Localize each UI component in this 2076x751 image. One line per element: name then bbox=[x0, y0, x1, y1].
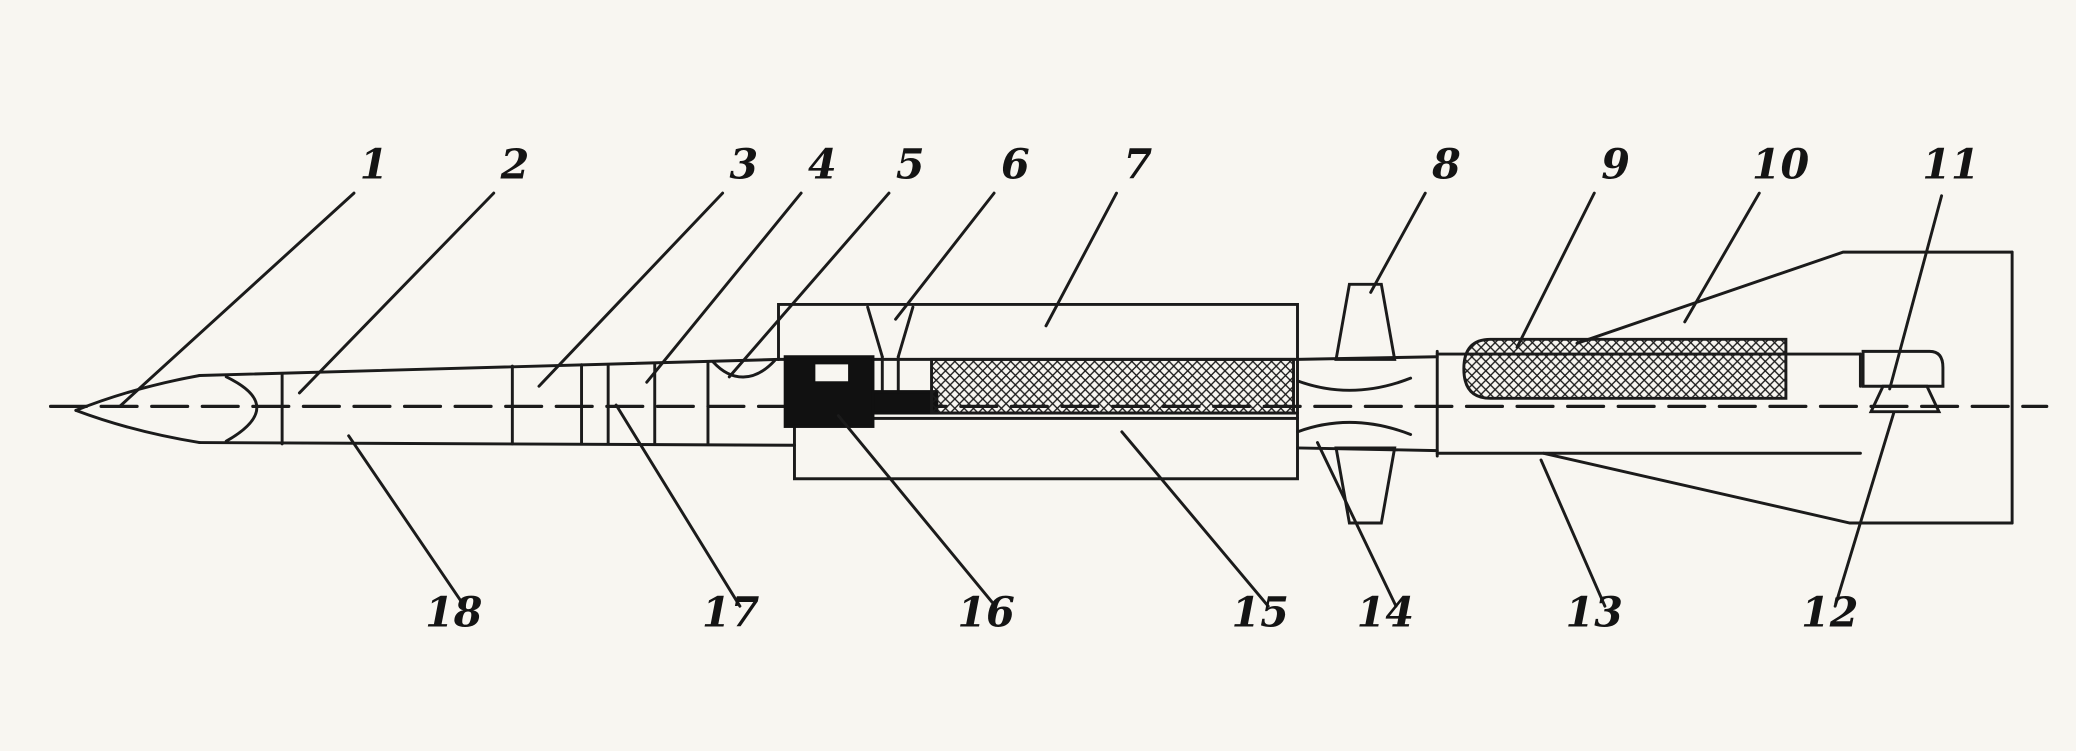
leader-line-5 bbox=[727, 191, 891, 379]
callout-11: 11 bbox=[1922, 139, 1979, 188]
sustainer-nozzle-upper bbox=[1296, 376, 1413, 392]
leader-line-2 bbox=[297, 191, 496, 395]
interstage-bottom bbox=[1296, 446, 1439, 453]
leader-line-17 bbox=[614, 403, 742, 608]
booster-fin-top-edge bbox=[1575, 250, 2014, 345]
tail-fin-unit bbox=[1296, 282, 1439, 525]
radome-bulkhead-arc bbox=[224, 375, 259, 443]
forebody-bottom-edge bbox=[198, 441, 796, 447]
booster-grain-hatch bbox=[1462, 337, 1788, 400]
leader-line-15 bbox=[1120, 430, 1270, 608]
booster-fin-bottom-edge bbox=[1542, 451, 2014, 525]
booster-stage bbox=[1435, 250, 2014, 525]
guidance-bay-curve bbox=[711, 359, 776, 379]
leader-line-16 bbox=[836, 414, 997, 608]
leader-line-6 bbox=[894, 191, 996, 321]
igniter-duct-black bbox=[871, 390, 939, 415]
leader-line-1 bbox=[118, 191, 356, 408]
leader-line-14 bbox=[1315, 441, 1398, 608]
airframe-forebody bbox=[74, 357, 796, 447]
sustainer-nozzle-lower bbox=[1296, 420, 1413, 436]
nose-cone-lower bbox=[74, 408, 202, 445]
booster-nozzle bbox=[1868, 384, 1942, 414]
callout-13: 13 bbox=[1566, 587, 1623, 636]
callout-17: 17 bbox=[702, 587, 760, 636]
igniter-assembly bbox=[783, 355, 939, 428]
callout-16: 16 bbox=[957, 587, 1014, 636]
callout-12: 12 bbox=[1801, 587, 1858, 636]
leader-line-18 bbox=[347, 434, 466, 608]
callout-7: 7 bbox=[1123, 139, 1152, 188]
leader-line-10 bbox=[1683, 191, 1761, 324]
nozzle-funnel-right bbox=[896, 305, 915, 359]
callout-14: 14 bbox=[1357, 587, 1414, 636]
callout-15: 15 bbox=[1232, 587, 1289, 636]
callout-1: 1 bbox=[360, 139, 389, 188]
aft-device-outline bbox=[1861, 349, 1945, 388]
forebody-top-edge bbox=[198, 357, 780, 377]
leader-line-9 bbox=[1515, 191, 1596, 349]
callout-3: 3 bbox=[730, 139, 759, 188]
leader-line-11 bbox=[1888, 194, 1944, 391]
leader-line-13 bbox=[1539, 458, 1607, 608]
interstage-top bbox=[1296, 355, 1439, 361]
callout-2: 2 bbox=[500, 139, 530, 188]
callout-4: 4 bbox=[808, 139, 837, 188]
upper-fin bbox=[1334, 282, 1397, 361]
leader-line-4 bbox=[645, 191, 803, 384]
leader-line-3 bbox=[537, 191, 725, 388]
callout-18: 18 bbox=[425, 587, 482, 636]
leader-line-12 bbox=[1833, 411, 1896, 608]
leader-line-7 bbox=[1044, 191, 1118, 328]
leader-lines bbox=[118, 191, 1944, 608]
lower-fin bbox=[1334, 446, 1397, 525]
callout-5: 5 bbox=[896, 139, 925, 188]
callout-10: 10 bbox=[1752, 139, 1810, 188]
leader-line-8 bbox=[1369, 191, 1427, 294]
motor-case-upper-outline bbox=[777, 302, 1299, 420]
sustainer-grain-hatch bbox=[930, 357, 1295, 415]
igniter-window bbox=[813, 362, 850, 384]
callout-8: 8 bbox=[1431, 139, 1461, 188]
callout-6: 6 bbox=[1001, 139, 1030, 188]
callout-9: 9 bbox=[1601, 139, 1630, 188]
nozzle-funnel-left bbox=[866, 305, 884, 359]
sustainer-motor-section bbox=[777, 302, 1299, 481]
callout-labels: 1 2 3 4 5 6 7 8 9 10 11 12 13 14 15 16 1… bbox=[360, 139, 1980, 636]
